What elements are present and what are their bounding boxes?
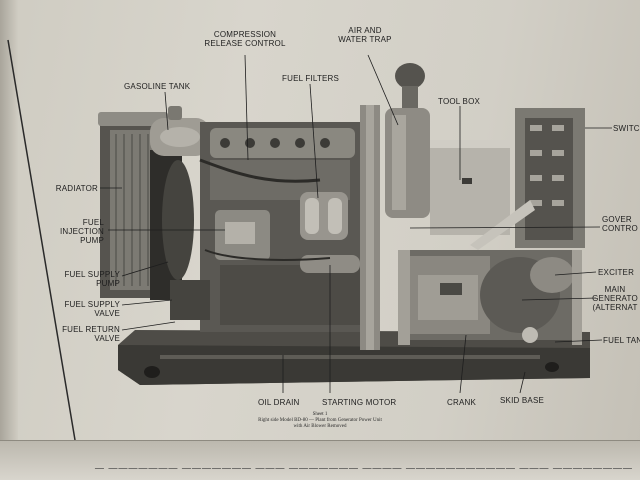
radiator-drawing xyxy=(98,112,194,300)
facing-page-text: — ——————— ——————— ——— ——————— ———— —————… xyxy=(94,463,634,473)
label-radiator: Radiator xyxy=(55,184,98,193)
page-fold-shadow xyxy=(0,0,18,480)
caption-line-2: Right side Model BD-80 — Plant from Gene… xyxy=(258,418,382,423)
label-exciter: Exciter xyxy=(598,268,635,277)
label-switch: Switc xyxy=(613,124,640,133)
label-fuel-filters: Fuel Filters xyxy=(282,74,340,83)
label-fuel-tank: Fuel Tan xyxy=(603,336,640,345)
gasoline-tank-drawing xyxy=(150,106,210,156)
leader-lines xyxy=(100,54,612,394)
label-starting-motor: Starting Motor xyxy=(322,398,397,407)
engine-block-drawing xyxy=(170,122,360,332)
caption-line-1: Sheet 1 xyxy=(312,412,328,417)
frame-posts-drawing xyxy=(360,105,380,350)
figure-caption: Sheet 1 Right side Model BD-80 — Plant f… xyxy=(230,412,410,430)
label-crank: Crank xyxy=(447,398,477,407)
generator-drawing xyxy=(398,250,582,345)
label-fuel-return-valve: Fuel Return Valve xyxy=(62,325,120,343)
label-tool-box: Tool Box xyxy=(438,97,481,106)
tool-box-drawing xyxy=(430,140,510,235)
label-fuel-injection-pump: Fuel Injection Pump xyxy=(59,218,104,245)
label-main-generator: Main Generato (Alternat xyxy=(592,285,638,312)
margin-rule xyxy=(7,39,76,441)
air-water-trap-drawing xyxy=(385,63,430,218)
skid-base-drawing xyxy=(118,330,590,385)
label-gasoline-tank: Gasoline Tank xyxy=(124,82,191,91)
label-governor-control: Gover Contro xyxy=(602,215,638,233)
label-oil-drain: Oil Drain xyxy=(258,398,300,407)
label-skid-base: Skid Base xyxy=(500,396,545,405)
label-air-and-water-trap: Air and Water Trap xyxy=(338,26,392,44)
label-compression-release-control: Compression Release Control xyxy=(204,30,286,48)
label-fuel-supply-pump: Fuel Supply Pump xyxy=(64,270,120,288)
label-fuel-supply-valve: Fuel Supply Valve xyxy=(64,300,120,318)
switch-box-drawing xyxy=(470,108,585,250)
caption-line-3: with Air Blower Removed xyxy=(293,424,347,429)
facing-page-edge: — ——————— ——————— ——— ——————— ———— —————… xyxy=(0,440,640,480)
